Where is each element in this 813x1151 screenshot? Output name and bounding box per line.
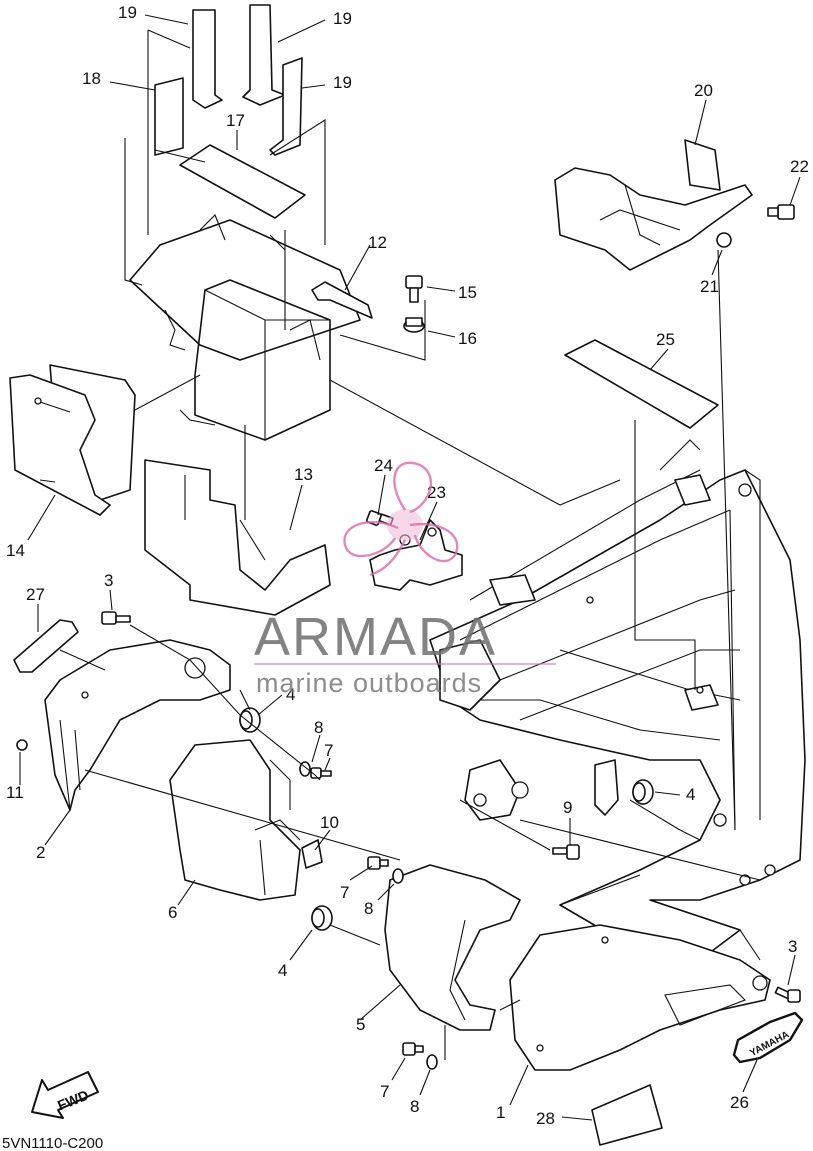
diagram-code: 5VN1110-C200 (2, 1135, 103, 1151)
armada-watermark: ARMADA marine outboards (254, 461, 556, 698)
callout-3-right: 3 (788, 937, 797, 956)
collar-16 (403, 317, 425, 333)
fwd-arrow-icon: FWD (31, 1071, 99, 1119)
grommet-4-lower (311, 905, 333, 931)
callout-19-lower: 19 (333, 73, 352, 92)
battery-strap-19 (192, 4, 303, 156)
screw-7-a (310, 767, 332, 779)
callout-28: 28 (536, 1109, 555, 1128)
callout-19-left: 19 (118, 3, 137, 22)
bolt-3-right (774, 986, 801, 1003)
callout-16: 16 (458, 329, 477, 348)
side-cover-2 (44, 639, 231, 811)
panel-13 (144, 459, 331, 616)
callout-9: 9 (563, 798, 572, 817)
callout-leaders (19, 14, 801, 1121)
callout-1: 1 (496, 1103, 505, 1122)
bolt-9 (552, 844, 580, 860)
callout-17: 17 (226, 111, 245, 130)
nut-21 (716, 232, 732, 248)
screw-7-c (402, 1042, 424, 1056)
callout-25: 25 (656, 330, 675, 349)
callout-4-upper: 4 (286, 685, 295, 704)
callout-12: 12 (368, 233, 387, 252)
callout-26: 26 (730, 1093, 749, 1112)
callout-10: 10 (320, 813, 339, 832)
nut-11 (16, 739, 28, 751)
battery-sheet-17 (179, 144, 306, 219)
callout-19-right: 19 (333, 9, 352, 28)
side-cover-1 (509, 924, 771, 1071)
side-cover-6 (169, 739, 301, 901)
callout-21: 21 (700, 277, 719, 296)
callout-15: 15 (458, 283, 477, 302)
assembly-guides (59, 29, 761, 1060)
callout-13: 13 (294, 465, 313, 484)
watermark-tagline: marine outboards (256, 668, 482, 698)
label-28 (591, 1084, 663, 1146)
callout-2: 2 (36, 843, 45, 862)
side-cover-5 (384, 864, 521, 1031)
callout-6: 6 (168, 903, 177, 922)
callout-8-middle: 8 (364, 899, 373, 918)
battery-pad-18 (154, 77, 184, 156)
callout-3-left: 3 (104, 571, 113, 590)
callout-22: 22 (790, 157, 809, 176)
callout-24: 24 (374, 456, 393, 475)
callout-7-lower: 7 (380, 1082, 389, 1101)
watermark-brand: ARMADA (254, 607, 497, 667)
battery-box (129, 214, 361, 441)
bolt-3-left (101, 611, 131, 625)
grommet-4-right (632, 779, 654, 805)
callout-4-lower: 4 (278, 961, 287, 980)
tray-20 (554, 139, 753, 271)
washer-8-c (426, 1054, 438, 1070)
washer-8-b (392, 868, 404, 884)
seal-27 (13, 619, 79, 673)
cover-14 (9, 364, 136, 516)
callout-4-right: 4 (686, 785, 695, 804)
callout-7-middle: 7 (340, 883, 349, 902)
callout-8-lower: 8 (410, 1097, 419, 1116)
callout-8-upper: 8 (314, 718, 323, 737)
bolt-15 (405, 275, 423, 303)
callout-numbers: 19 19 19 18 17 12 15 16 14 13 24 23 27 3… (6, 3, 809, 1128)
callout-20: 20 (694, 81, 713, 100)
callout-7-upper: 7 (324, 741, 333, 760)
callout-18: 18 (82, 69, 101, 88)
yamaha-emblem-26: YAMAHA (732, 1011, 804, 1064)
callout-27: 27 (26, 585, 45, 604)
bolt-22 (767, 204, 795, 220)
callout-23: 23 (427, 483, 446, 502)
frame-assembly (429, 439, 806, 961)
bracket-12 (311, 281, 373, 319)
armada-logo-icon (343, 461, 459, 577)
callout-5: 5 (356, 1015, 365, 1034)
pad-25 (564, 339, 719, 429)
callout-11: 11 (6, 783, 24, 802)
callout-14: 14 (6, 541, 25, 560)
